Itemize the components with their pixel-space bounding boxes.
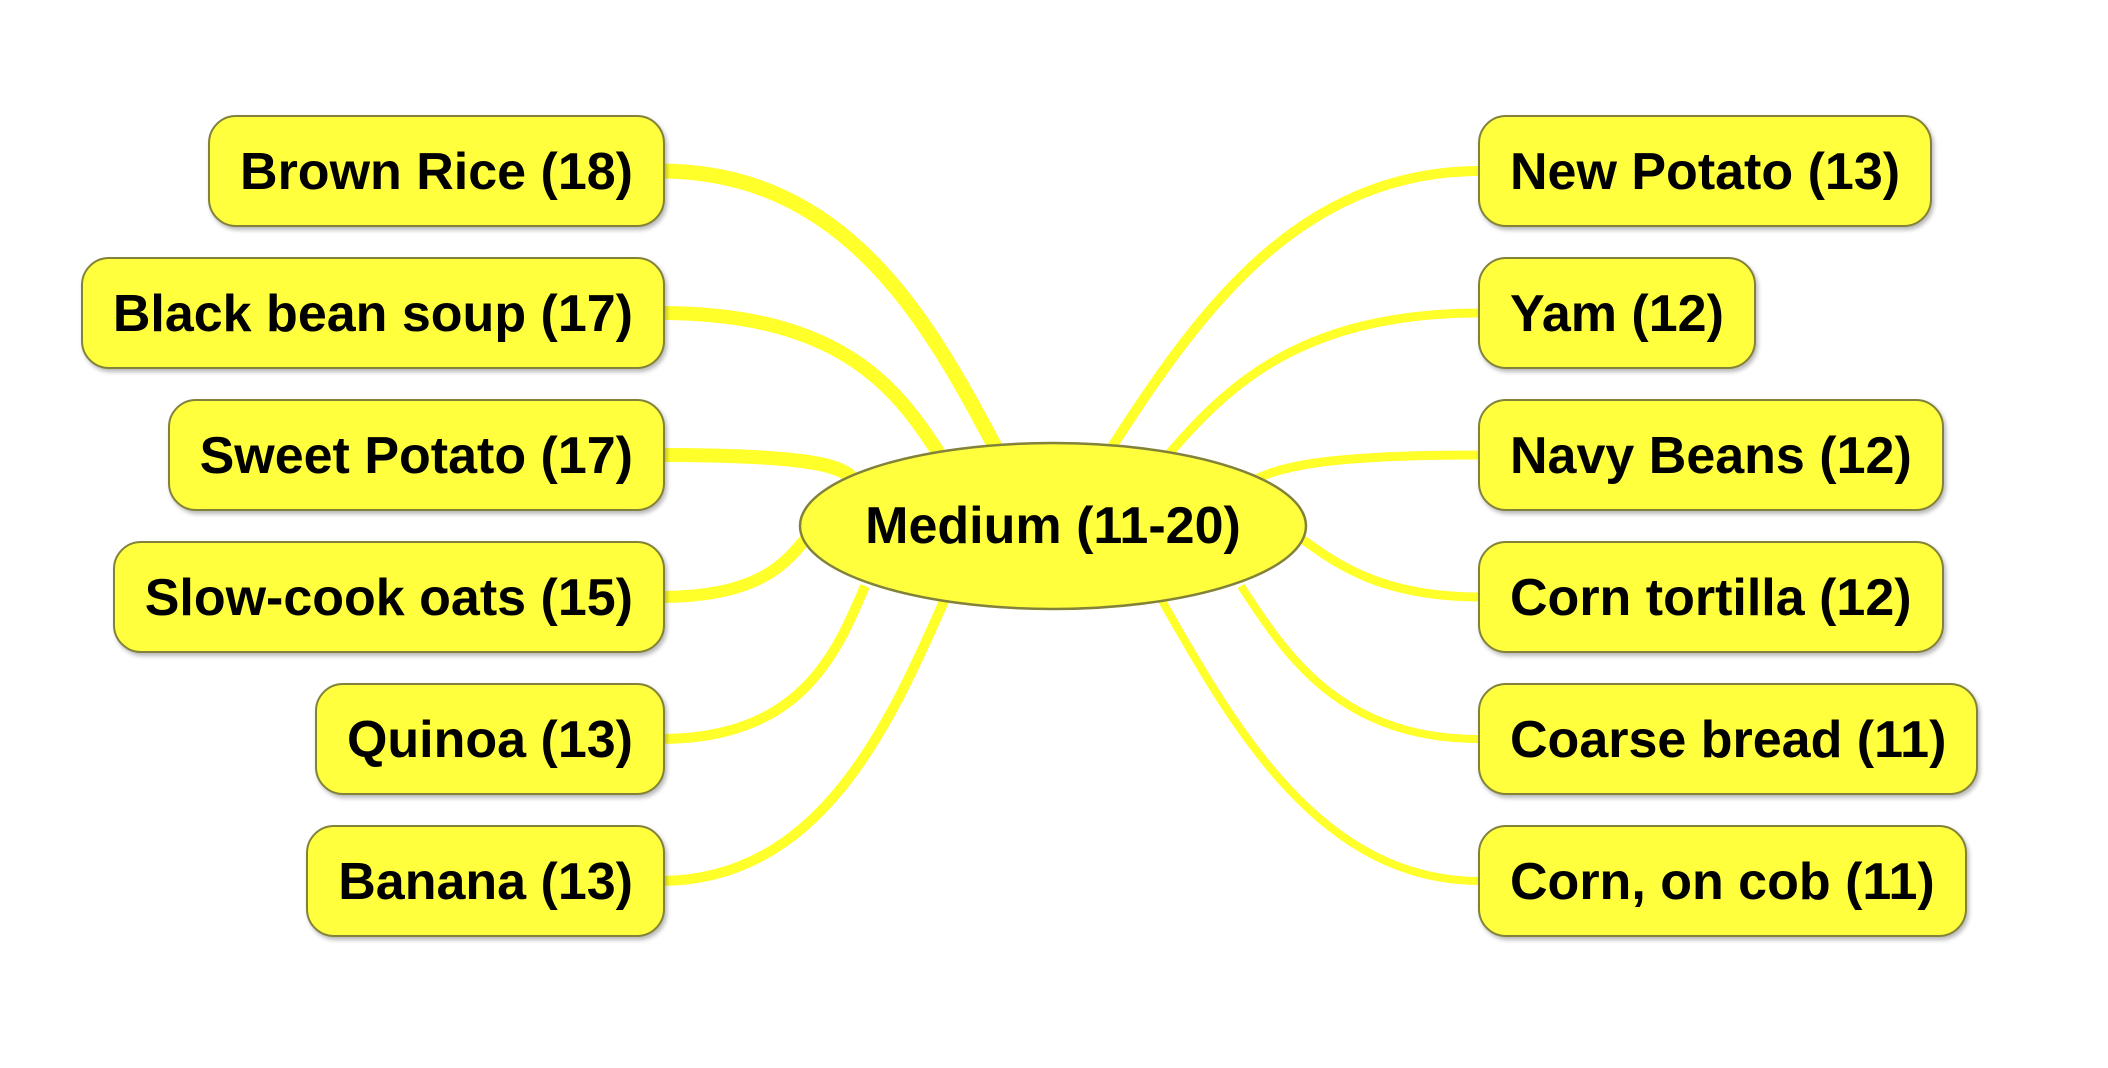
node-corn-tortilla[interactable]: Corn tortilla (12) <box>1478 541 1944 653</box>
node-yam[interactable]: Yam (12) <box>1478 257 1756 369</box>
connector-banana <box>659 596 950 886</box>
node-quinoa[interactable]: Quinoa (13) <box>314 683 665 795</box>
center-node-label[interactable]: Medium (11-20) <box>865 497 1241 555</box>
node-new-potato[interactable]: New Potato (13) <box>1478 115 1933 227</box>
node-banana[interactable]: Banana (13) <box>306 825 665 937</box>
connector-slow-cook-oats <box>659 532 813 603</box>
node-navy-beans[interactable]: Navy Beans (12) <box>1478 399 1944 511</box>
node-black-bean-soup[interactable]: Black bean soup (17) <box>80 257 665 369</box>
node-coarse-bread[interactable]: Coarse bread (11) <box>1478 683 1979 795</box>
connector-corn-on-cob <box>1157 597 1481 885</box>
connector-corn-tortilla <box>1295 532 1481 602</box>
connector-yam <box>1157 308 1481 466</box>
node-brown-rice[interactable]: Brown Rice (18) <box>208 115 665 227</box>
connector-coarse-bread <box>1237 583 1481 743</box>
node-slow-cook-oats[interactable]: Slow-cook oats (15) <box>112 541 665 653</box>
node-sweet-potato[interactable]: Sweet Potato (17) <box>167 399 665 511</box>
node-corn-on-cob[interactable]: Corn, on cob (11) <box>1478 825 1967 937</box>
connector-navy-beans <box>1249 450 1481 486</box>
connector-new-potato <box>1101 166 1481 459</box>
connector-brown-rice <box>659 163 1007 460</box>
connector-black-bean-soup <box>659 306 951 467</box>
connector-quinoa <box>659 584 870 744</box>
center-node-ellipse[interactable] <box>798 441 1308 611</box>
